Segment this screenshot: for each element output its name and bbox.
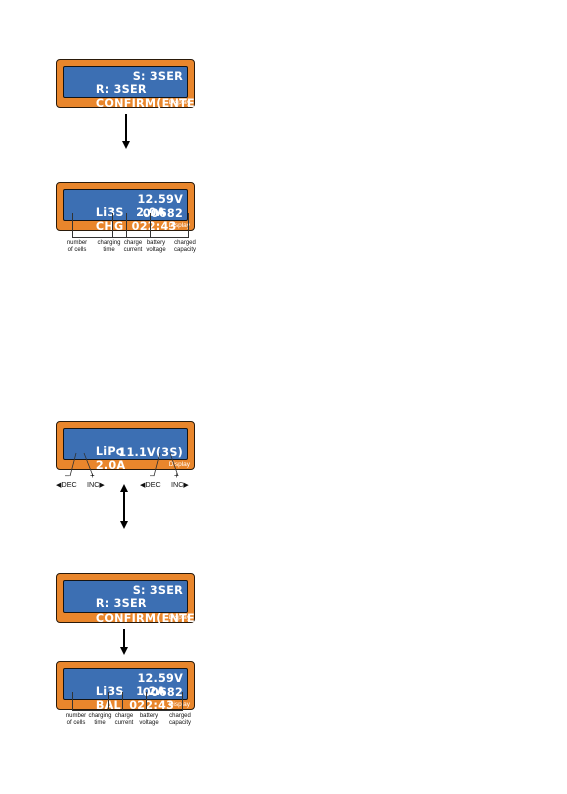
lcd-screen: Li3S 2.0A 12.59V CHG 022:43 00682 xyxy=(63,189,188,233)
dec-button-left[interactable]: ◀DEC xyxy=(56,480,77,489)
arrow-down-icon xyxy=(120,521,128,529)
callout-label-capacity: charged capacity xyxy=(168,713,191,726)
dec-button-right[interactable]: ◀DEC xyxy=(140,480,161,489)
inc-right-line xyxy=(169,452,179,477)
lcd-text: CHG 022:43 xyxy=(95,220,177,233)
display-brand-label: Display xyxy=(168,701,190,708)
lcd-display-balancing: Li3S 1.2A 12.59V BAL 022:43 00682 Displa… xyxy=(56,661,195,712)
callout-line-current xyxy=(126,213,127,238)
lcd-display-lipo-setup: LiPo 2.0A 11.1V(3S) Display xyxy=(56,421,195,472)
callout-label-capacity: charged capacity xyxy=(173,240,196,253)
lcd-text: LiPo xyxy=(95,445,124,458)
arrow-down-line xyxy=(123,629,125,648)
lcd-text: R: 3SER xyxy=(95,597,147,610)
dec-left-line xyxy=(69,452,77,477)
lcd-text: CONFIRM(ENTER) xyxy=(95,612,210,625)
minus-sign-right: – xyxy=(150,471,155,480)
lcd-display-confirm-2: R: 3SER S: 3SER CONFIRM(ENTER) Display xyxy=(56,573,209,625)
lcd-display-confirm-1: R: 3SER S: 3SER CONFIRM(ENTER) Display xyxy=(56,59,209,110)
double-arrow-line xyxy=(123,491,125,522)
lcd-line-2: 2.0A 11.1V(3S) xyxy=(71,446,183,498)
callout-label-cells: number of cells xyxy=(66,240,88,253)
callout-line-time xyxy=(112,213,113,238)
callout-label-voltage: battery voltage xyxy=(139,713,159,726)
lcd-line-1: R: 3SER S: 3SER xyxy=(71,70,183,122)
arrow-down-icon xyxy=(120,647,128,655)
callout-label-time: charging time xyxy=(97,240,121,253)
lcd-text: 11.1V(3S) xyxy=(118,446,183,459)
dec-right-line xyxy=(153,452,161,477)
lcd-text: 00682 xyxy=(142,686,183,699)
callout-line-voltage xyxy=(146,692,147,711)
callout-line-time xyxy=(108,692,109,711)
inc-left-line xyxy=(83,452,94,477)
lcd-screen: LiPo 2.0A 11.1V(3S) xyxy=(63,428,188,472)
lcd-screen: R: 3SER S: 3SER CONFIRM(ENTER) xyxy=(63,66,209,110)
lcd-line-1: LiPo xyxy=(71,432,183,471)
display-brand-label: Display xyxy=(168,614,190,621)
callout-line-capacity xyxy=(182,692,183,711)
lcd-line-1: R: 3SER S: 3SER xyxy=(71,584,183,636)
callout-line-cells xyxy=(72,692,73,711)
minus-sign-left: – xyxy=(65,471,70,480)
plus-sign-right: + xyxy=(174,471,179,480)
callout-label-time: charging time xyxy=(88,713,112,726)
lcd-screen: R: 3SER S: 3SER CONFIRM(ENTER) xyxy=(63,580,209,625)
callout-label-current: charge current xyxy=(114,713,134,726)
arrow-down-line xyxy=(125,114,127,142)
callout-label-current: charge current xyxy=(123,240,143,253)
lcd-screen: Li3S 1.2A 12.59V BAL 022:43 00682 xyxy=(63,668,188,712)
lcd-line-2: CHG 022:43 00682 xyxy=(71,207,183,259)
callout-line-voltage xyxy=(150,213,151,238)
lcd-line-1: Li3S 1.2A 12.59V xyxy=(71,672,183,724)
lcd-text: Li3S 2.0A xyxy=(95,206,166,219)
callout-bar xyxy=(72,237,188,238)
lcd-line-1: Li3S 2.0A 12.59V xyxy=(71,193,183,245)
lcd-text: S: 3SER xyxy=(132,584,183,597)
lcd-text: 00682 xyxy=(142,207,183,220)
lcd-line-2: CONFIRM(ENTER) xyxy=(71,84,209,123)
lcd-line-2: BAL 022:43 00682 xyxy=(71,686,183,738)
callout-line-cells xyxy=(72,213,73,238)
plus-sign-left: + xyxy=(90,471,95,480)
lcd-text: 2.0A xyxy=(95,459,126,472)
display-brand-label: Display xyxy=(168,99,190,106)
callout-line-current xyxy=(122,692,123,711)
callout-bar xyxy=(72,710,182,711)
callout-label-voltage: battery voltage xyxy=(146,240,166,253)
display-brand-label: Display xyxy=(168,461,190,468)
lcd-line-2: CONFIRM(ENTER) xyxy=(71,599,209,638)
lcd-text: R: 3SER xyxy=(95,83,147,96)
arrow-up-icon xyxy=(120,484,128,492)
inc-button-right[interactable]: INC▶ xyxy=(171,480,189,489)
lcd-text: Li3S 1.2A xyxy=(95,685,166,698)
lcd-display-charging: Li3S 2.0A 12.59V CHG 022:43 00682 Displa… xyxy=(56,182,195,233)
callout-line-capacity xyxy=(188,213,189,238)
lcd-text: CONFIRM(ENTER) xyxy=(95,97,210,110)
lcd-text: 12.59V xyxy=(137,193,183,206)
lcd-text: 12.59V xyxy=(137,672,183,685)
display-brand-label: Display xyxy=(168,222,190,229)
inc-button-left[interactable]: INC▶ xyxy=(87,480,105,489)
arrow-down-icon xyxy=(122,141,130,149)
callout-label-cells: number of cells xyxy=(65,713,87,726)
lcd-text: S: 3SER xyxy=(132,70,183,83)
